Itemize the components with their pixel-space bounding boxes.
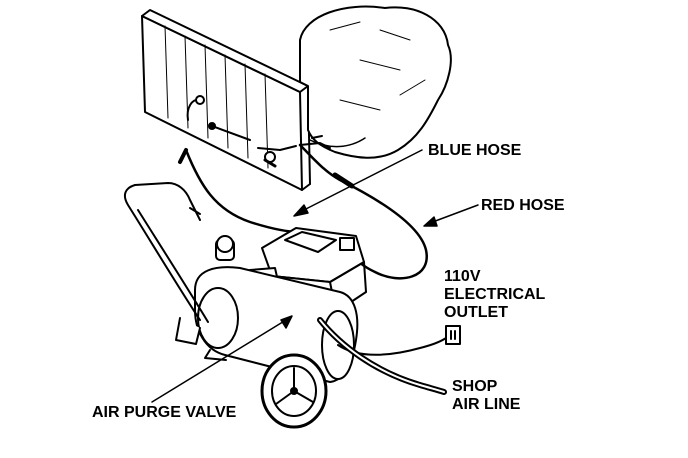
label-electrical-outlet: 110V ELECTRICAL OUTLET <box>444 268 546 321</box>
label-shop-air-line: SHOP AIR LINE <box>452 378 521 413</box>
label-red-hose: RED HOSE <box>481 197 565 214</box>
engine-outline <box>299 5 452 159</box>
compressor-wheel <box>260 353 328 429</box>
red-hose <box>298 143 428 280</box>
red-hose-coupler <box>332 172 355 189</box>
blue-hose <box>184 148 302 234</box>
electrical-outlet <box>445 325 461 345</box>
callout-arrows <box>151 149 479 403</box>
label-air-purge-valve: AIR PURGE VALVE <box>92 404 237 421</box>
ac-fittings <box>186 95 331 168</box>
label-blue-hose: BLUE HOSE <box>428 142 522 159</box>
blue-hose-coupler <box>178 148 188 164</box>
radiator-panel <box>141 9 311 191</box>
